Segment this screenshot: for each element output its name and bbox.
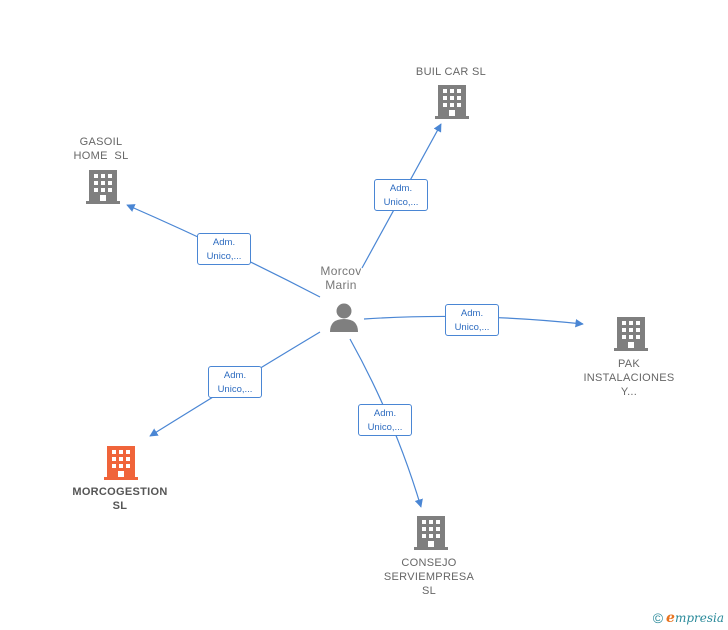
company-label-line: SL [421, 585, 437, 597]
company-label-line: PAK [617, 358, 641, 370]
footer-brand[interactable]: © empresia [653, 610, 724, 626]
company-label-line: SERVIEMPRESA [383, 571, 475, 583]
company-label-consejo[interactable]: CONSEJO SERVIEMPRESA SL [384, 556, 474, 598]
company-label-line: MORCOGESTION [72, 486, 168, 498]
company-label-pak[interactable]: PAK INSTALACIONES Y... [583, 357, 674, 399]
company-label-line: GASOIL [79, 136, 123, 148]
brand-logo: empresia [666, 610, 724, 626]
relation-role: Adm. [373, 408, 397, 419]
relation-role-detail: Unico,... [454, 322, 490, 333]
copyright-icon: © [652, 610, 664, 626]
company-label-morco[interactable]: MORCOGESTION SL [72, 485, 167, 513]
building-icon-buil[interactable] [435, 85, 469, 119]
relation-role-detail: Unico,... [367, 422, 403, 433]
building-icon-consejo[interactable] [414, 516, 448, 550]
brand-initial: e [666, 610, 675, 626]
relation-box-consejo[interactable]: Adm. Unico,... [358, 404, 412, 436]
company-label-gasoil[interactable]: GASOIL HOME SL [74, 135, 129, 163]
person-name[interactable]: Morcov Marin [320, 264, 361, 292]
person-name-line1: Morcov [320, 264, 362, 278]
company-label-line: INSTALACIONES [583, 372, 675, 384]
building-icon-gasoil[interactable] [86, 170, 120, 204]
building-icon-pak[interactable] [614, 317, 648, 351]
company-label-line: Y... [620, 386, 638, 398]
relation-role: Adm. [212, 237, 236, 248]
relation-box-buil[interactable]: Adm. Unico,... [374, 179, 428, 211]
relation-role-detail: Unico,... [206, 251, 242, 262]
relation-role-detail: Unico,... [217, 384, 253, 395]
person-icon[interactable] [330, 303, 358, 333]
relation-role: Adm. [223, 370, 247, 381]
company-label-line: HOME SL [73, 150, 129, 162]
company-label-line: SL [112, 500, 128, 512]
relation-box-morco[interactable]: Adm. Unico,... [208, 366, 262, 398]
company-label-line: CONSEJO [401, 557, 457, 569]
relation-role: Adm. [460, 308, 484, 319]
building-icon-morco[interactable] [104, 446, 138, 480]
relation-role-detail: Unico,... [383, 197, 419, 208]
relation-role: Adm. [389, 183, 413, 194]
brand-name: mpresia [674, 611, 724, 625]
relation-box-pak[interactable]: Adm. Unico,... [445, 304, 499, 336]
person-name-line2: Marin [325, 278, 357, 292]
company-label-buil[interactable]: BUIL CAR SL [416, 65, 486, 79]
relation-box-gasoil[interactable]: Adm. Unico,... [197, 233, 251, 265]
company-label-line: BUIL CAR SL [415, 66, 487, 78]
